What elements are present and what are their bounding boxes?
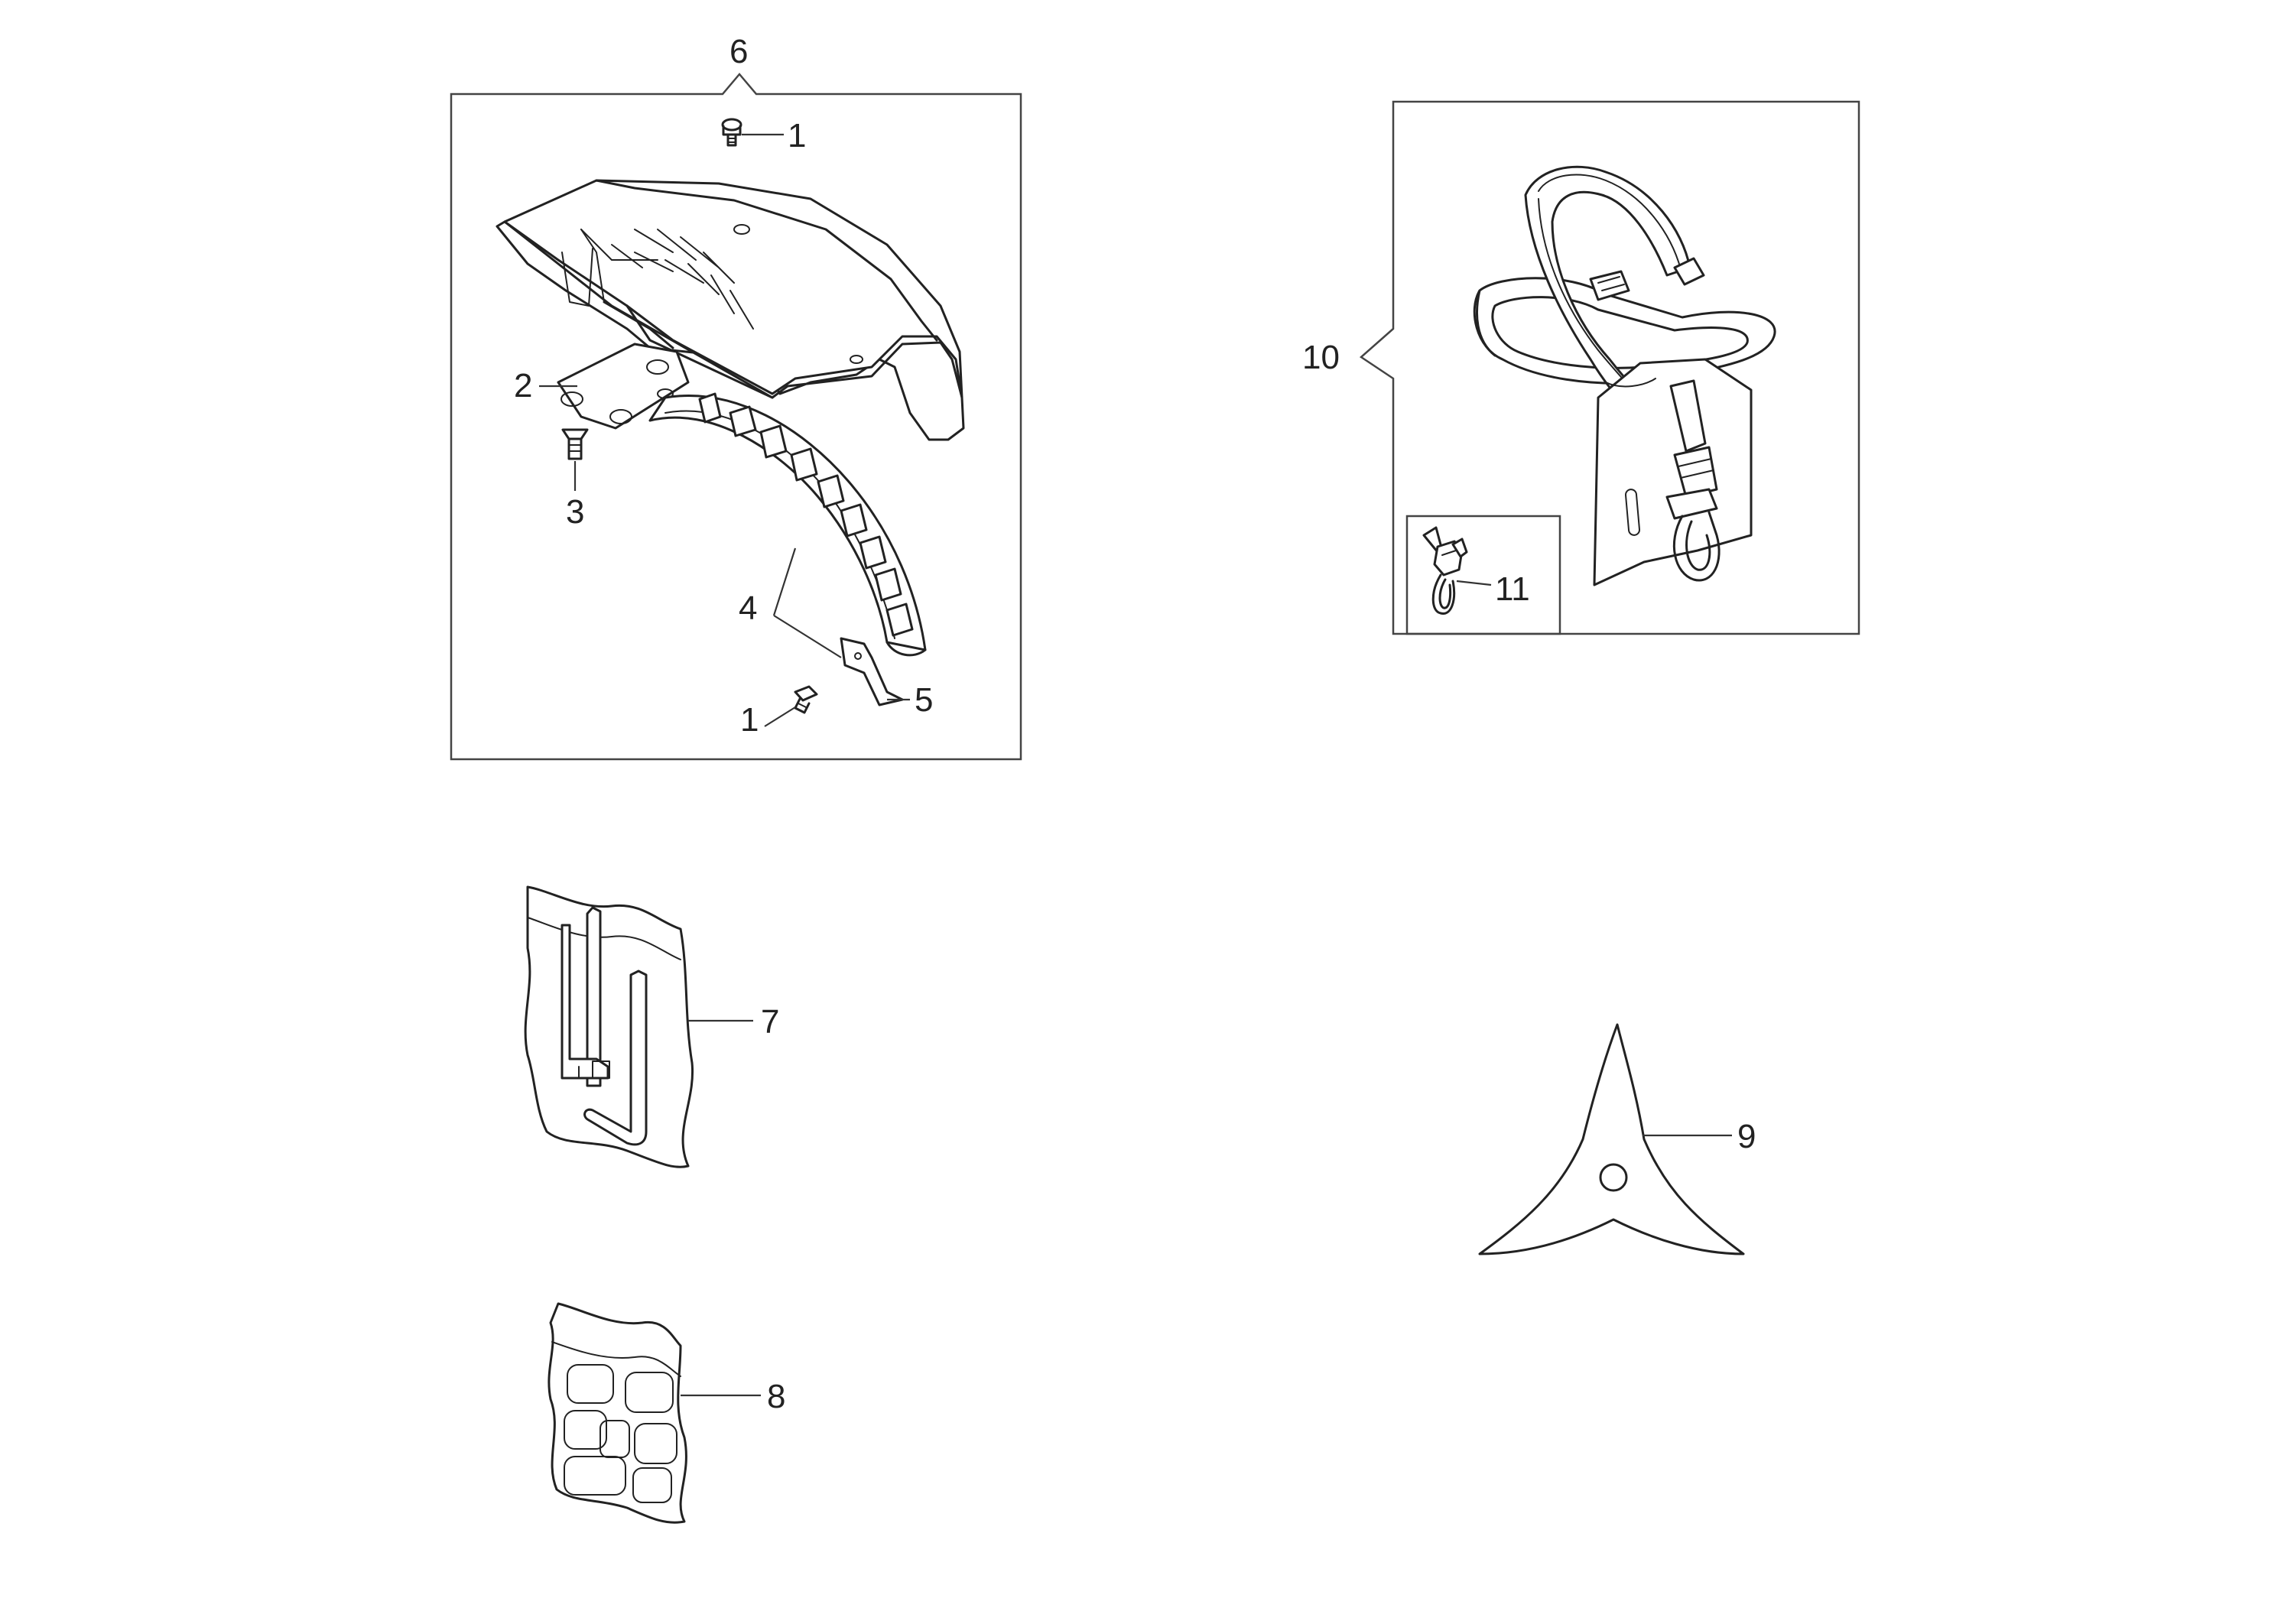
callout-decal-sheet: 8 [767, 1378, 785, 1415]
leader-hook [1456, 580, 1492, 586]
screw-flat-icon [561, 428, 589, 460]
screw-bottom-icon [794, 685, 818, 714]
callout-guard-kit: 6 [729, 33, 748, 70]
callout-harness: 10 [1302, 339, 1340, 376]
blade-arbor-hole [1599, 1163, 1628, 1192]
callout-blade: 9 [1737, 1118, 1756, 1155]
callout-screw-flat: 3 [566, 493, 584, 531]
decal-sheet-card [548, 1302, 687, 1524]
leader-screw-bottom [764, 706, 796, 727]
callout-tool-kit: 7 [761, 1003, 779, 1041]
guard-kit-frame [450, 73, 1022, 761]
tool-wrench [561, 906, 648, 1146]
callout-blade-holder: 4 [739, 590, 757, 627]
holder-teeth [698, 392, 914, 637]
three-tooth-blade [1478, 1023, 1745, 1255]
bracket-plate [557, 343, 690, 430]
blade-holder-arc [648, 392, 927, 657]
callout-screw-bottom: 1 [740, 701, 759, 739]
callout-hook: 11 [1495, 570, 1530, 608]
harness-buckle [1589, 257, 1705, 301]
leader-blade-holder [772, 547, 842, 658]
hook-inset-frame [1405, 515, 1561, 635]
tool-kit-group: 7 [524, 885, 779, 1168]
harness-strap-join [1605, 378, 1656, 388]
guard-kit-group: 1 2 3 [450, 33, 1022, 761]
harness-group: 10 [1302, 100, 1860, 635]
callout-cutter-plate: 5 [915, 681, 933, 719]
callout-bracket: 2 [514, 367, 532, 404]
guard-shell [496, 179, 965, 441]
decal-sheet-group: 8 [548, 1302, 785, 1524]
harness-hip-plate [1593, 358, 1753, 586]
decal-patches [564, 1364, 677, 1503]
harness-lower-strap [1665, 379, 1720, 582]
screw-top-icon [721, 118, 742, 147]
callout-screw-top: 1 [788, 117, 806, 154]
blade-group: 9 [1478, 1023, 1756, 1255]
harness-waist-belt [1473, 277, 1776, 385]
hook-icon [1422, 526, 1468, 615]
harness-frame [1359, 100, 1860, 635]
